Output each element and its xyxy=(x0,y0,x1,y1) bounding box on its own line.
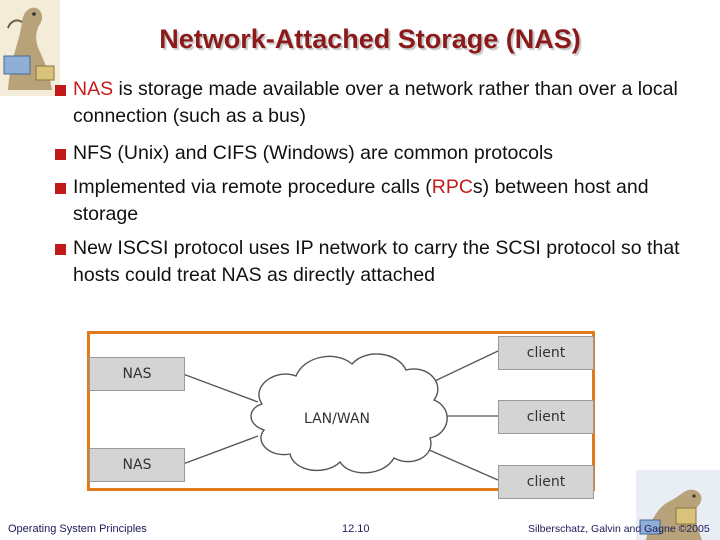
footer-copyright: Silberschatz, Galvin and Gagne ©2005 xyxy=(528,523,710,535)
bullet-item: Implemented via remote procedure calls (… xyxy=(52,174,716,228)
bullet-item: NAS is storage made available over a net… xyxy=(52,76,716,130)
bullet-text: NAS is storage made available over a net… xyxy=(73,78,678,127)
nas-node: NAS xyxy=(89,357,185,391)
slide-title: Network-Attached Storage (NAS) xyxy=(159,24,581,54)
network-cloud xyxy=(250,353,448,474)
footer-page-number: 12.10 xyxy=(342,523,370,535)
bullet-item: NFS (Unix) and CIFS (Windows) are common… xyxy=(52,140,716,167)
nas-node: NAS xyxy=(89,448,185,482)
bullet-run: s) between host and storage xyxy=(73,176,649,225)
bullet-marker xyxy=(55,149,66,160)
link-line xyxy=(419,445,499,481)
bullet-text: New ISCSI protocol uses IP network to ca… xyxy=(73,237,680,286)
footer-course: Operating System Principles xyxy=(8,523,147,535)
bullet-marker xyxy=(55,85,66,96)
highlight-rpc: RPC xyxy=(431,176,473,198)
bullet-run: Implemented via remote procedure calls ( xyxy=(73,176,432,198)
dinosaur-mascot-icon xyxy=(0,0,60,96)
client-node: client xyxy=(498,400,594,434)
link-line xyxy=(182,373,259,403)
dinosaur-mascot-icon xyxy=(636,470,720,540)
bullet-marker xyxy=(55,183,66,194)
link-line xyxy=(182,435,259,465)
bullet-marker xyxy=(55,244,66,255)
bullet-item: New ISCSI protocol uses IP network to ca… xyxy=(52,235,716,289)
client-node: client xyxy=(498,465,594,499)
bullet-text: NFS (Unix) and CIFS (Windows) are common… xyxy=(73,142,554,164)
nas-diagram xyxy=(182,350,499,481)
client-node: client xyxy=(498,336,594,370)
bullet-text: Implemented via remote procedure calls (… xyxy=(73,176,649,225)
bullet-list: NAS is storage made available over a net… xyxy=(52,76,716,289)
bullet-run: is storage made available over a network… xyxy=(73,78,678,127)
highlight-nas: NAS xyxy=(73,78,114,100)
network-label: LAN/WAN xyxy=(303,411,370,427)
